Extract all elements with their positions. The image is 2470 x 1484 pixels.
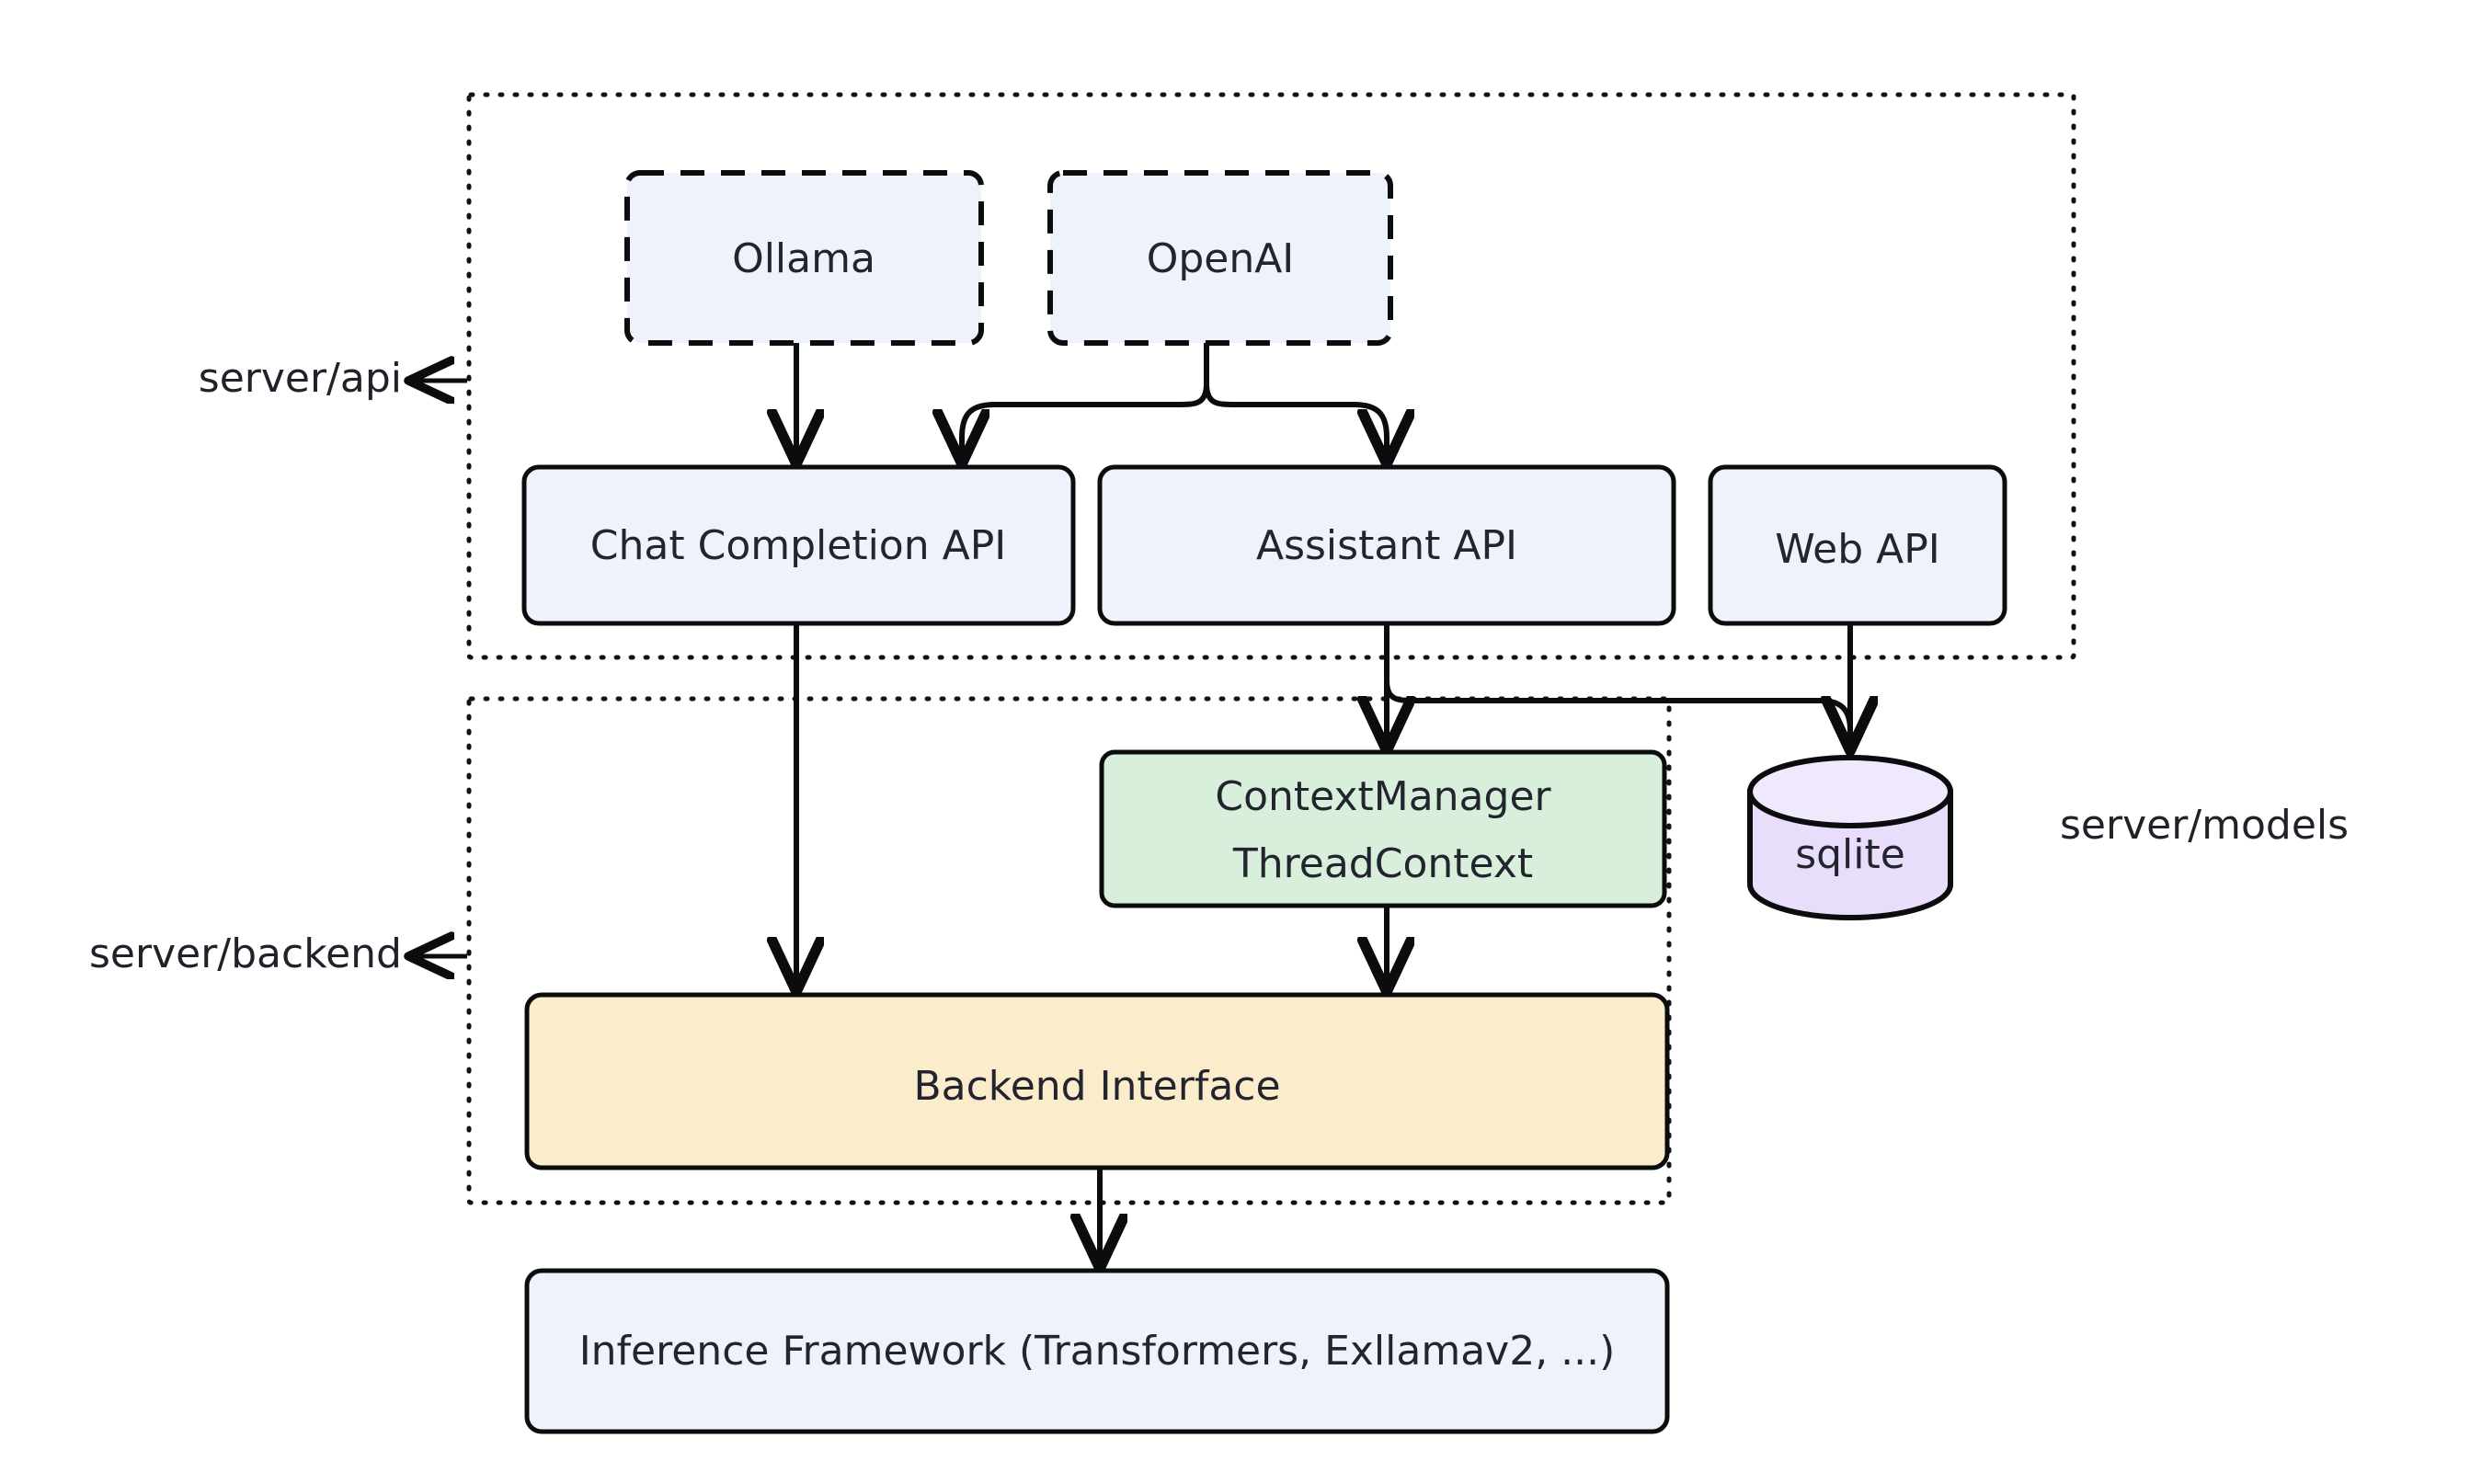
edge-openai-to-assistant-api bbox=[1204, 382, 1387, 460]
node-chat-completion-api-label: Chat Completion API bbox=[590, 522, 1006, 569]
node-backend-interface-box[interactable] bbox=[524, 992, 1670, 1170]
node-web-api-box[interactable] bbox=[1708, 464, 2007, 626]
cluster-label-server-api-group: server/api bbox=[199, 355, 467, 402]
node-openai-label: OpenAI bbox=[1147, 235, 1295, 282]
cluster-label-server-backend: server/backend bbox=[89, 930, 402, 977]
node-context-manager-box[interactable] bbox=[1099, 749, 1667, 908]
node-chat-completion-api[interactable]: Chat Completion API bbox=[521, 464, 1076, 626]
node-ollama-label: Ollama bbox=[732, 235, 875, 282]
cluster-server-api bbox=[466, 92, 2076, 660]
node-inference-framework-box[interactable] bbox=[524, 1268, 1670, 1434]
node-chat-completion-api-box[interactable] bbox=[521, 464, 1076, 626]
edge-assistant-api-to-sqlite bbox=[1384, 623, 1850, 747]
node-inference-framework-label: Inference Framework (Transformers, Exlla… bbox=[579, 1328, 1616, 1375]
node-context-manager[interactable]: ContextManager ThreadContext bbox=[1099, 749, 1667, 908]
node-ollama[interactable]: Ollama bbox=[624, 170, 984, 346]
edge-openai-to-chat-api bbox=[962, 382, 1209, 460]
node-web-api[interactable]: Web API bbox=[1708, 464, 2007, 626]
node-sqlite[interactable]: sqlite bbox=[1747, 755, 1953, 920]
cluster-label-server-models: server/models bbox=[2060, 802, 2349, 849]
node-sqlite-label: sqlite bbox=[1795, 831, 1905, 878]
node-context-manager-label-line2: ThreadContext bbox=[1232, 840, 1533, 887]
node-context-manager-label-line1: ContextManager bbox=[1215, 773, 1551, 820]
node-assistant-api-box[interactable] bbox=[1097, 464, 1676, 626]
node-backend-interface[interactable]: Backend Interface bbox=[524, 992, 1670, 1170]
node-sqlite-cylinder-top bbox=[1747, 755, 1953, 828]
node-ollama-box[interactable] bbox=[624, 170, 984, 346]
node-openai-box[interactable] bbox=[1047, 170, 1393, 346]
cluster-server-backend bbox=[466, 696, 1672, 1205]
node-backend-interface-label: Backend Interface bbox=[913, 1063, 1280, 1110]
cluster-label-server-models-group: server/models bbox=[2060, 802, 2349, 849]
cluster-label-server-backend-group: server/backend bbox=[89, 930, 467, 977]
cluster-label-server-api: server/api bbox=[199, 355, 402, 402]
node-assistant-api[interactable]: Assistant API bbox=[1097, 464, 1676, 626]
node-assistant-api-label: Assistant API bbox=[1256, 522, 1517, 569]
node-inference-framework[interactable]: Inference Framework (Transformers, Exlla… bbox=[524, 1268, 1670, 1434]
node-openai[interactable]: OpenAI bbox=[1047, 170, 1393, 346]
node-web-api-label: Web API bbox=[1775, 526, 1940, 573]
